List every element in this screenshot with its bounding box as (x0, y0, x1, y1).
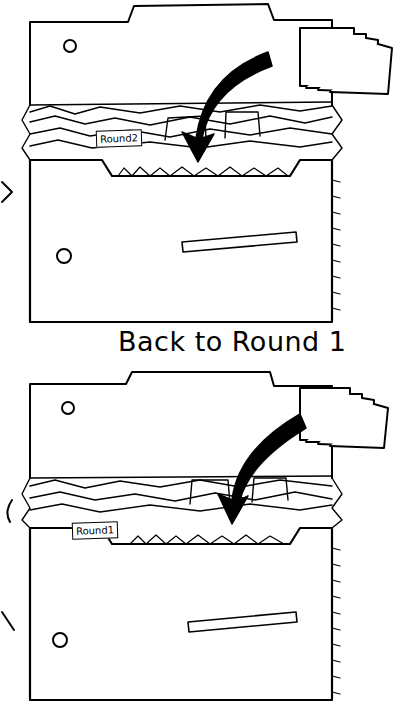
arrow-fragment (2, 612, 14, 630)
tab-label: Round1 (76, 524, 114, 536)
arrow-fragment (2, 182, 12, 202)
card-box-top (22, 4, 392, 322)
tab-card: Round2 (96, 129, 143, 148)
tab-label: Round2 (100, 132, 138, 144)
card-box-bottom (22, 372, 388, 700)
caption-note: Back to Round 1 (118, 326, 347, 357)
arrow-fragment (7, 500, 12, 522)
tab-card: Round1 (72, 521, 119, 540)
